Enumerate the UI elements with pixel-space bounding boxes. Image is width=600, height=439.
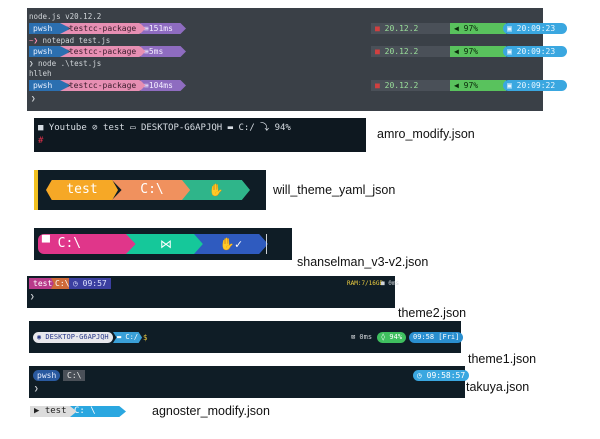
host-segment: ◉ DESKTOP-G6APJQH [33,332,113,343]
user-segment: test [46,180,118,200]
battery-segment: ◀ 97% [450,46,506,57]
clock-segment: ◷ 09:58:57 [413,370,470,381]
amro-prompt-char: # [38,136,44,146]
amro-prompt-line: ■ Youtube ⊘ test ▭ DESKTOP-G6APJQH ▬ C:/… [38,123,291,133]
shell-segment: pwsh [29,23,69,34]
will-prompt-preview: test C:\ ✋ [34,170,266,210]
package-segment: ⚑testcc-package [60,46,150,57]
command-text: notepad test.js [42,36,111,45]
command-text: node .\test.js [38,59,102,68]
shanselman-prompt-preview: ▀ C:\ ⋈ ✋✓ [34,228,292,260]
shell-segment: pwsh [29,80,69,91]
battery-icon: ◀ [454,81,464,90]
path-segment: C: \ [70,406,126,417]
prompt-char: ~❯ notepad test.js [29,36,111,45]
shell-segment: pwsh [33,370,61,381]
clock-segment: ▣ 20:09:22 [503,80,567,91]
exec-time-segment: ≡5ms [140,46,186,57]
battery-icon: ◀ [454,47,464,56]
path-segment: C:\ [63,370,86,381]
hand-check-icon: ✋✓ [219,237,243,251]
theme-label-takuya: takuya.json [466,380,530,394]
amro-prompt-preview: ■ Youtube ⊘ test ▭ DESKTOP-G6APJQH ▬ C:/… [34,118,366,152]
prompt-char: ❯ node .\test.js [29,59,102,68]
theme-label-will: will_theme_yaml_json [273,183,396,197]
time-segment: ◷ 09:57 [69,278,111,289]
theme2-prompt-preview: test C:\ ◷ 09:57 RAM:7/16GB ■ 0ms ❯ [27,276,399,308]
clock-icon: ▣ [507,47,517,56]
path-segment: ▬ C:/ [113,332,143,343]
theme1-prompt-preview: ◉ DESKTOP-G6APJQH ▬ C:/ $ ⊠ 0ms ◊ 94% 09… [29,321,464,353]
node-version-segment: ■ 20.12.2 [371,46,451,57]
user-segment: test [29,278,57,289]
cursor [266,234,267,254]
node-version-segment: ■ 20.12.2 [371,23,451,34]
prompt-char: ❯ [30,292,35,301]
theme-label-amro: amro_modify.json [377,127,475,141]
status-segment: ✋ [182,180,250,200]
path-segment: C:\ [112,180,192,200]
top-terminal: node.js v20.12.2 pwsh ⚑testcc-package ≡1… [27,8,567,111]
exec-time-segment: ≡104ms [140,80,186,91]
takuya-prompt-preview: pwsh C:\ ◷ 09:58:57 ❯ [29,366,470,398]
battery-icon: ◀ [454,24,464,33]
node-icon: ■ [375,24,385,33]
node-version-segment: ■ 20.12.2 [371,80,451,91]
vscode-icon: ⋈ [160,237,172,251]
node-icon: ■ [375,81,385,90]
theme-label-agnoster: agnoster_modify.json [152,404,270,418]
path-segment: C:\ [51,278,75,289]
theme-label-theme1: theme1.json [468,352,537,366]
theme-label-shanselman: shanselman_v3-v2.json [297,255,429,269]
exec-indicator: ■ 0ms [381,280,400,287]
user-segment: ▶ test [30,406,80,417]
exec-time-segment: ≡151ms [140,23,186,34]
date-segment: 09:58 [Fri] [409,332,464,343]
battery-segment: ◀ 97% [450,23,506,34]
shell-segment: pwsh [29,46,69,57]
node-icon: ■ [375,47,385,56]
git-segment: ⋈ [126,234,206,254]
package-segment: ⚑testcc-package [60,23,150,34]
agnoster-prompt-preview: ▶ test C: \ [30,404,148,419]
prompt-char: ❯ [31,94,36,103]
path-segment: ▀ C:\ [38,234,138,254]
command-output: hlleh [29,69,52,78]
prompt-char: ❯ [34,384,39,393]
clock-segment: ▣ 20:09:23 [503,23,567,34]
battery-segment: ◊ 94% [377,332,407,343]
exec-time: ⊠ 0ms [351,333,373,341]
theme-label-theme2: theme2.json [398,306,467,320]
clock-segment: ▣ 20:09:23 [503,46,567,57]
prompt-dollar: $ [143,333,148,342]
ram-indicator: RAM:7/16GB [347,280,384,287]
package-segment: ⚑testcc-package [60,80,150,91]
clock-icon: ▣ [507,81,517,90]
status-segment: ✋✓ [194,234,268,254]
terminal-version-line: node.js v20.12.2 [29,12,102,21]
hand-icon: ✋ [208,183,224,197]
battery-segment: ◀ 97% [450,80,506,91]
will-left-edge [34,170,38,210]
clock-icon: ▣ [507,24,517,33]
